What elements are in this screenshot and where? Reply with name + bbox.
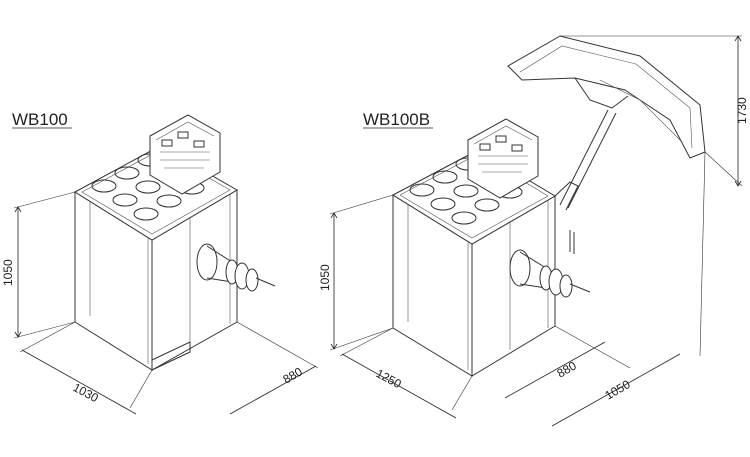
wb100b-depth-dimension: 880: [555, 358, 580, 380]
wb100b-dimension-lines: [329, 35, 743, 427]
wb100-balancing-shaft: [196, 243, 276, 292]
wb100-weight-cups: [91, 153, 205, 221]
wb100b-width-dimension: 1250: [374, 366, 404, 391]
wb100b-label: WB100B: [363, 110, 430, 129]
wb100b-wheel-guard: [507, 35, 706, 159]
wb100b-balancing-shaft: [509, 249, 591, 298]
wb100b-hood-arm: [554, 109, 617, 254]
wb100b-hood-height-dimension: 1730: [735, 97, 749, 124]
wb100-width-dimension: 1030: [71, 380, 101, 405]
wb100b-machine: [391, 35, 706, 377]
wb100-height-dimension: 1050: [1, 259, 15, 286]
wb100b-control-panel: [467, 118, 539, 199]
wb100-machine: [74, 114, 276, 371]
wb100-label: WB100: [12, 110, 68, 129]
wb100-dimension-lines: [13, 191, 319, 415]
wb100-control-panel: [149, 114, 221, 195]
wb100b-height-dimension: 1050: [318, 264, 332, 291]
wb100-depth-dimension: 880: [281, 364, 306, 386]
wb100b-depth-total-dimension: 1050: [603, 377, 633, 403]
